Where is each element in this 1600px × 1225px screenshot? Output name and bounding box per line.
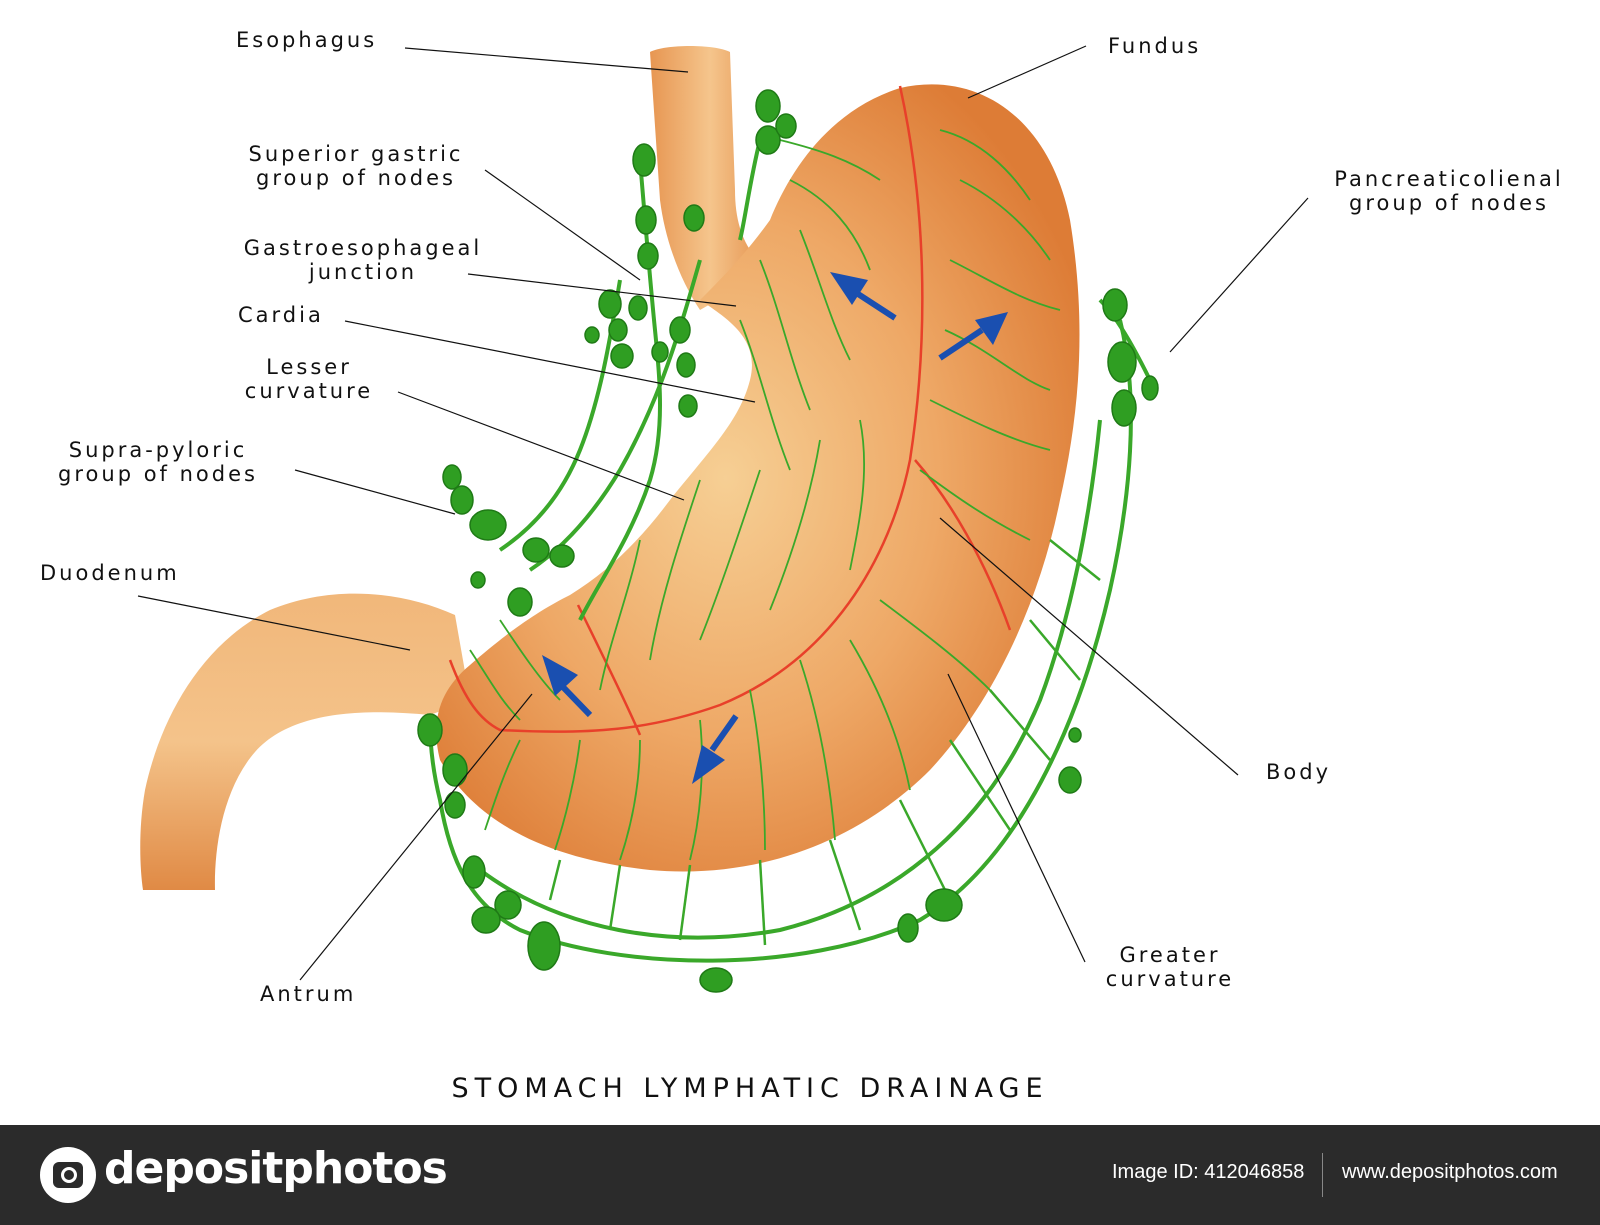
label-lesser-curvature-line1: Lesser [266,355,352,379]
label-lesser-curvature-line2: curvature [244,379,374,403]
label-gastroesophageal: Gastroesophageal junction [228,236,498,284]
footer-url[interactable]: www.depositphotos.com [1342,1161,1558,1183]
label-superior-gastric-line1: Superior gastric [248,142,464,166]
label-pancreaticolienal: Pancreaticolienal group of nodes [1314,167,1584,215]
arrow-up-right [938,312,1008,361]
arrow-down-left [692,714,739,784]
label-greater-curvature: Greater curvature [1090,943,1250,991]
label-supra-pyloric-line1: Supra-pyloric [68,438,248,462]
footer-bar: depositphotos Image ID: 412046858 www.de… [0,1125,1600,1225]
label-fundus: Fundus [1108,34,1202,58]
connector-vessels [548,539,1101,946]
camera-icon [40,1147,96,1203]
label-gastroesophageal-line1: Gastroesophageal [243,236,483,260]
label-greater-curvature-line2: curvature [1105,967,1235,991]
label-pancreaticolienal-line1: Pancreaticolienal [1334,167,1564,191]
label-superior-gastric-line2: group of nodes [256,166,456,190]
duodenum-shape [140,593,470,890]
diagram-title: STOMACH LYMPHATIC DRAINAGE [451,1073,1049,1104]
arrow-up-left-lower [542,655,593,718]
drainage-arrows [542,272,1008,784]
label-lesser-curvature: Lesser curvature [226,355,392,403]
footer-divider [1322,1153,1323,1197]
arrow-up-left-upper [830,272,897,321]
esophagus-shape [650,46,770,310]
label-gastroesophageal-line2: junction [308,260,418,284]
label-cardia: Cardia [238,303,324,327]
label-pancreaticolienal-line2: group of nodes [1349,191,1549,215]
label-esophagus: Esophagus [236,28,378,52]
label-supra-pyloric-line2: group of nodes [58,462,258,486]
label-greater-curvature-line1: Greater [1119,943,1221,967]
footer-logo[interactable]: depositphotos [104,1143,448,1194]
label-duodenum: Duodenum [40,561,180,585]
label-superior-gastric: Superior gastric group of nodes [226,142,486,190]
surface-lymph-vessels [469,129,1061,861]
label-supra-pyloric: Supra-pyloric group of nodes [38,438,278,486]
label-antrum: Antrum [260,982,357,1006]
footer-image-id: Image ID: 412046858 [1112,1161,1305,1183]
stomach-diagram [137,45,1309,993]
lymph-nodes [417,89,1159,993]
label-body: Body [1266,760,1332,784]
leader-lines [137,45,1309,981]
